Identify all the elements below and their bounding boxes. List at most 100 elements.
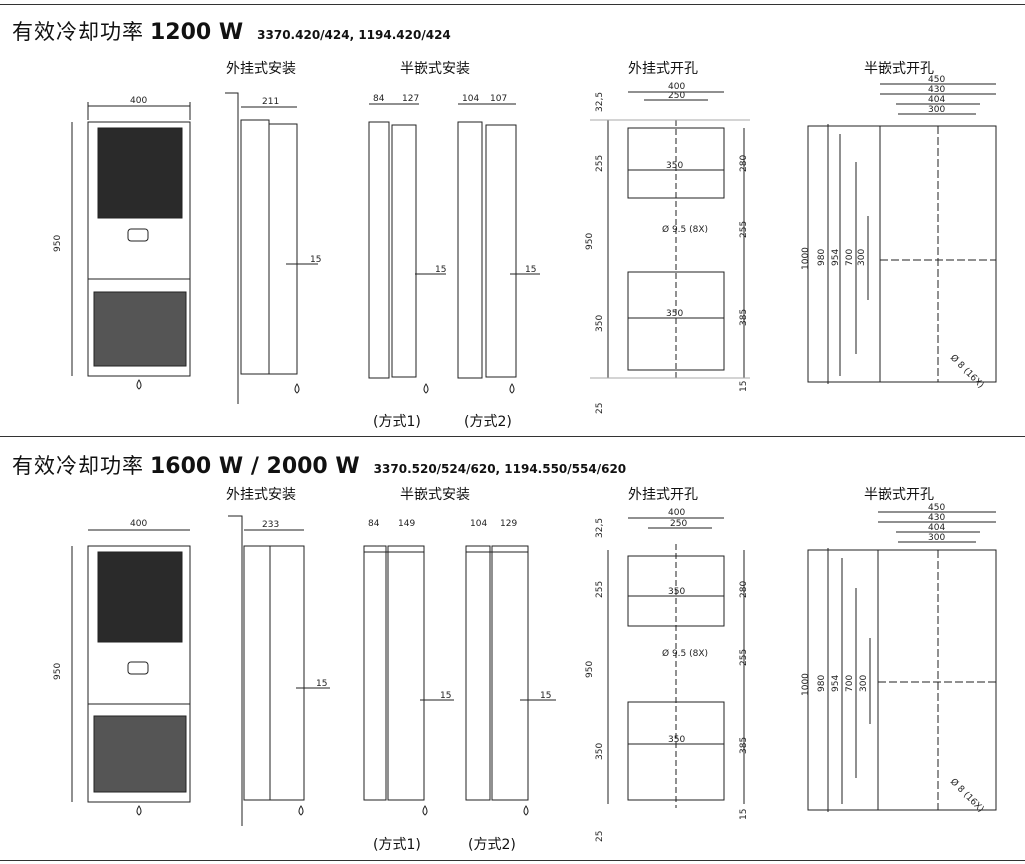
s1-p1-step: 15 — [435, 265, 446, 275]
s1-wc-350c: 350 — [666, 309, 683, 319]
s1-wc-hole: Ø 9.5 (8X) — [662, 224, 708, 235]
section-2-mode-2: (方式2) — [468, 837, 516, 853]
s2-front-width: 400 — [130, 519, 147, 529]
s1-pc-300v: 300 — [857, 249, 867, 266]
bottom-rule — [0, 860, 1025, 861]
s2-pc-404: 404 — [928, 523, 945, 533]
s2-p2-step: 15 — [540, 691, 551, 701]
section-2-front-view — [71, 529, 191, 816]
section-2-label-partial-cutout: 半嵌式开孔 — [864, 487, 934, 503]
section-2-label-wall-cutout: 外挂式开孔 — [628, 487, 698, 503]
s2-wc-350b: 350 — [595, 743, 605, 760]
s2-p2-a: 104 — [470, 519, 487, 529]
s1-front-width: 400 — [130, 96, 147, 106]
s2-pc-700: 700 — [845, 675, 855, 692]
s2-wc-255b: 255 — [739, 649, 749, 666]
s2-wall-step: 15 — [316, 679, 327, 689]
s1-pc-hole: Ø 8 (16X) — [948, 352, 986, 390]
s2-wall-depth: 233 — [262, 520, 279, 530]
section-2-wall-cutout — [607, 517, 745, 808]
s1-wall-step: 15 — [310, 255, 321, 265]
s2-wc-255: 255 — [595, 581, 605, 598]
s1-wall-depth: 211 — [262, 97, 279, 107]
s2-wc-350c: 350 — [668, 735, 685, 745]
section-1-partial-mount-2 — [457, 103, 540, 394]
s2-p1-a: 84 — [368, 519, 380, 529]
section-1-wall-cutout — [590, 91, 750, 379]
s1-pc-700: 700 — [845, 249, 855, 266]
s2-pc-450: 450 — [928, 503, 945, 513]
s1-wc-25: 25 — [595, 403, 605, 414]
section-1-partial-cutout — [807, 83, 997, 384]
s2-wc-350a: 350 — [668, 587, 685, 597]
s1-wc-350a: 350 — [666, 161, 683, 171]
s2-wc-250: 250 — [670, 519, 687, 529]
section-1-label-wall-mount: 外挂式安装 — [226, 61, 296, 77]
section-1-mode-2: (方式2) — [464, 414, 512, 430]
section-1-label-partial-mount: 半嵌式安装 — [400, 61, 470, 77]
s2-wc-400: 400 — [668, 508, 685, 518]
s2-p1-b: 149 — [398, 519, 415, 529]
s2-wc-15: 15 — [739, 809, 749, 820]
section-2-drawings: 400 950 233 15 84 149 15 104 129 15 400 … — [53, 503, 997, 842]
section-2-label-wall-mount: 外挂式安装 — [226, 487, 296, 503]
s2-front-height: 950 — [53, 663, 63, 680]
section-1-wall-side-view — [225, 92, 318, 404]
section-2-partial-cutout — [807, 511, 997, 812]
s1-wc-255b: 255 — [739, 221, 749, 238]
section-1-label-wall-cutout: 外挂式开孔 — [628, 61, 698, 77]
section-1-mode-1: (方式1) — [373, 414, 421, 430]
s1-pc-980: 980 — [817, 249, 827, 266]
section-divider — [0, 436, 1025, 437]
top-rule — [0, 4, 1025, 5]
s1-p1-b: 127 — [402, 94, 419, 104]
section-1-drawings: 400 950 211 15 84 127 15 104 107 15 400 … — [53, 75, 997, 414]
section-2-title: 有效冷却功率 — [12, 454, 144, 478]
s2-wc-25: 25 — [595, 831, 605, 842]
s1-p2-b: 107 — [490, 94, 507, 104]
s1-front-height: 950 — [53, 235, 63, 252]
s2-wc-hole: Ø 9.5 (8X) — [662, 648, 708, 659]
s2-pc-430: 430 — [928, 513, 945, 523]
s2-pc-300: 300 — [928, 533, 945, 543]
section-2-partial-mount-1 — [363, 545, 454, 816]
s1-pc-450: 450 — [928, 75, 945, 85]
s2-wc-325: 32,5 — [595, 518, 605, 538]
s1-pc-300: 300 — [928, 105, 945, 115]
section-2-partial-mount-2 — [465, 545, 556, 816]
s1-pc-954: 954 — [831, 249, 841, 266]
section-1-power: 1200 W — [150, 20, 244, 45]
section-2-power: 1600 W / 2000 W — [150, 454, 360, 479]
s2-pc-980: 980 — [817, 675, 827, 692]
s2-pc-954: 954 — [831, 675, 841, 692]
s1-wc-250: 250 — [668, 91, 685, 101]
section-1-part-numbers: 3370.420/424, 1194.420/424 — [257, 28, 451, 42]
s1-wc-325: 32,5 — [595, 92, 605, 112]
section-1-partial-mount-1 — [368, 103, 446, 394]
s2-wc-385: 385 — [739, 737, 749, 754]
s1-wc-15: 15 — [739, 381, 749, 392]
s2-p2-b: 129 — [500, 519, 517, 529]
section-1-label-partial-cutout: 半嵌式开孔 — [864, 61, 934, 77]
s1-wc-400: 400 — [668, 82, 685, 92]
s2-p1-step: 15 — [440, 691, 451, 701]
section-2-mode-1: (方式1) — [373, 837, 421, 853]
s1-p2-step: 15 — [525, 265, 536, 275]
section-2-wall-side-view — [228, 515, 330, 826]
section-1-front-view — [71, 102, 191, 390]
s1-wc-255: 255 — [595, 155, 605, 172]
section-2-part-numbers: 3370.520/524/620, 1194.550/554/620 — [373, 462, 627, 476]
s2-pc-1000: 1000 — [801, 673, 811, 696]
s1-wc-950: 950 — [585, 233, 595, 250]
s1-p1-a: 84 — [373, 94, 385, 104]
s1-pc-430: 430 — [928, 85, 945, 95]
s1-wc-280: 280 — [739, 155, 749, 172]
s1-pc-404: 404 — [928, 95, 945, 105]
section-2-label-partial-mount: 半嵌式安装 — [400, 487, 470, 503]
section-1-title: 有效冷却功率 — [12, 20, 144, 44]
s1-wc-385: 385 — [739, 309, 749, 326]
s2-pc-hole: Ø 8 (16X) — [948, 776, 986, 814]
s2-pc-300v: 300 — [859, 675, 869, 692]
